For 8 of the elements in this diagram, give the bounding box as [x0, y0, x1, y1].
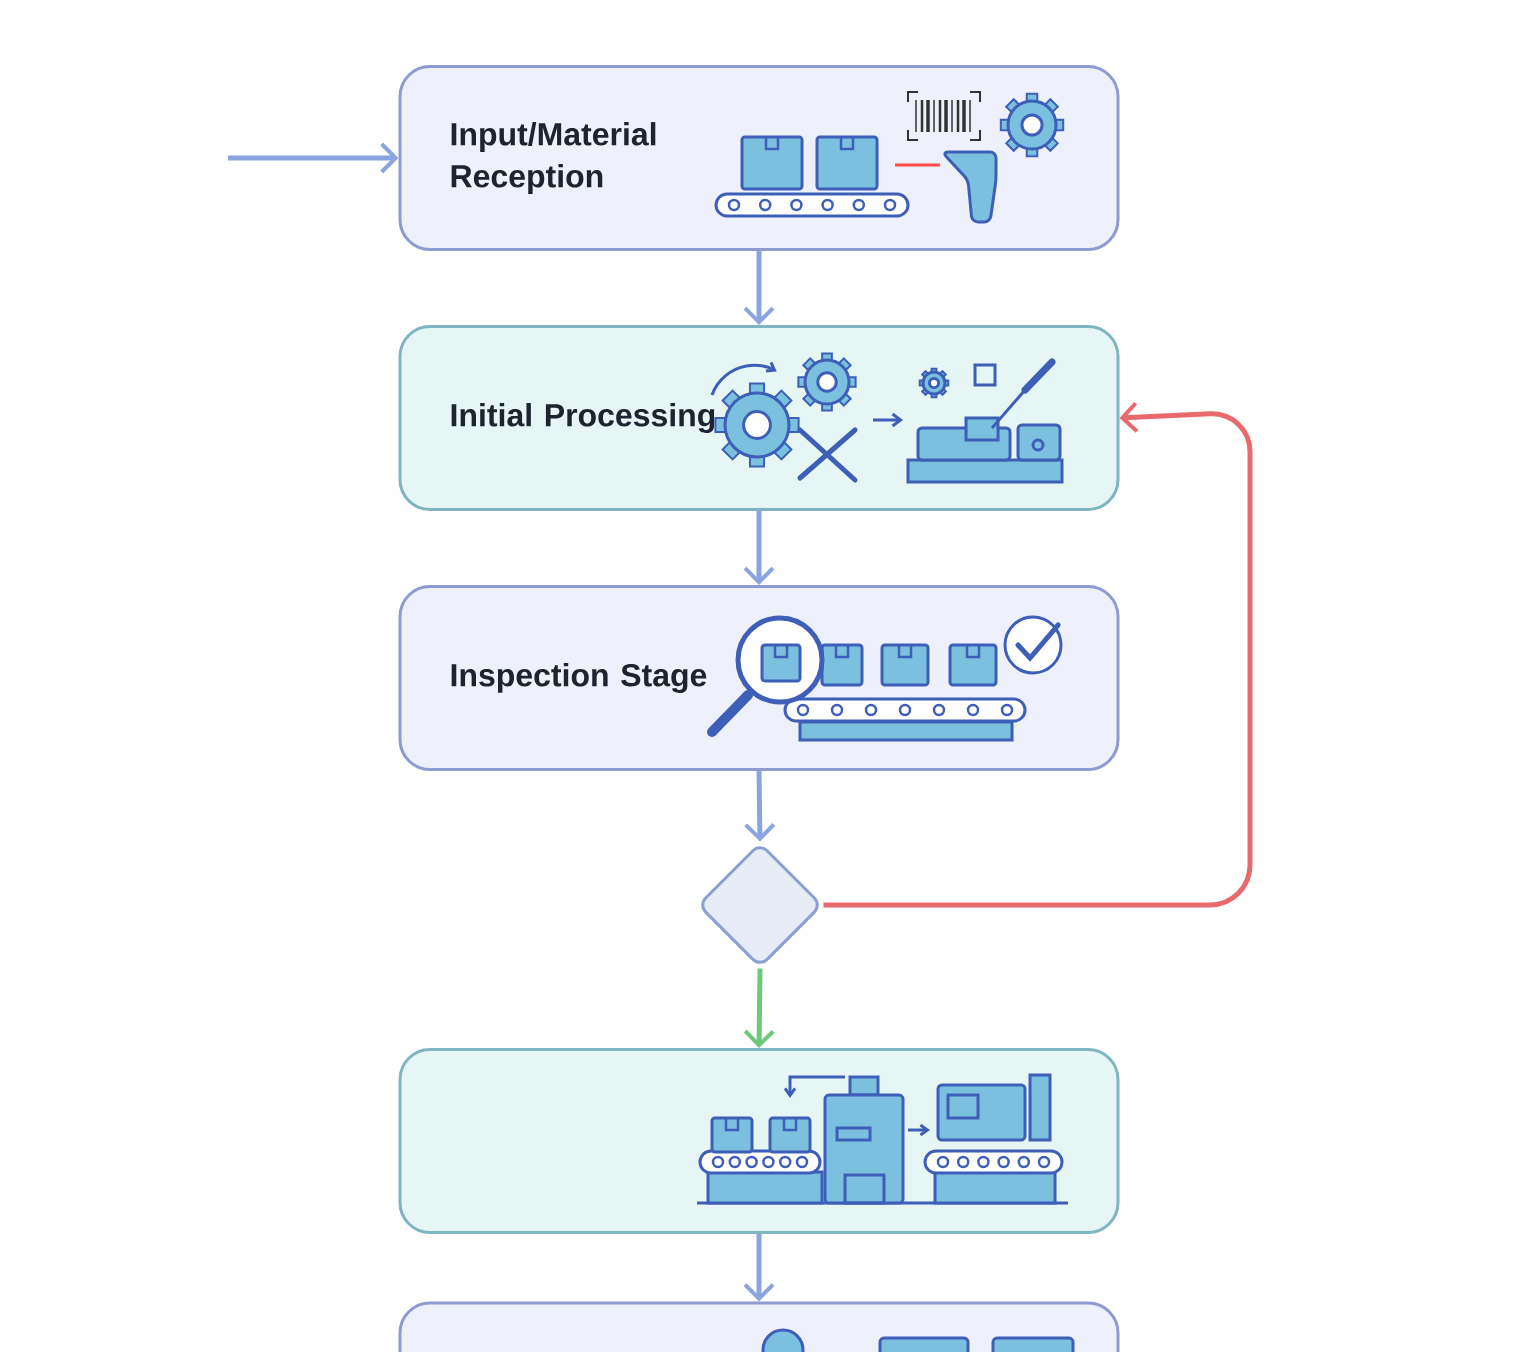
arrow: [743, 1234, 775, 1302]
arrow: [743, 251, 775, 325]
arrow: [228, 142, 399, 174]
arrow: [823, 401, 1253, 908]
decision-diamond: [701, 846, 819, 964]
arrow: [743, 511, 775, 585]
arrow: [744, 770, 776, 842]
arrow: [743, 968, 775, 1048]
